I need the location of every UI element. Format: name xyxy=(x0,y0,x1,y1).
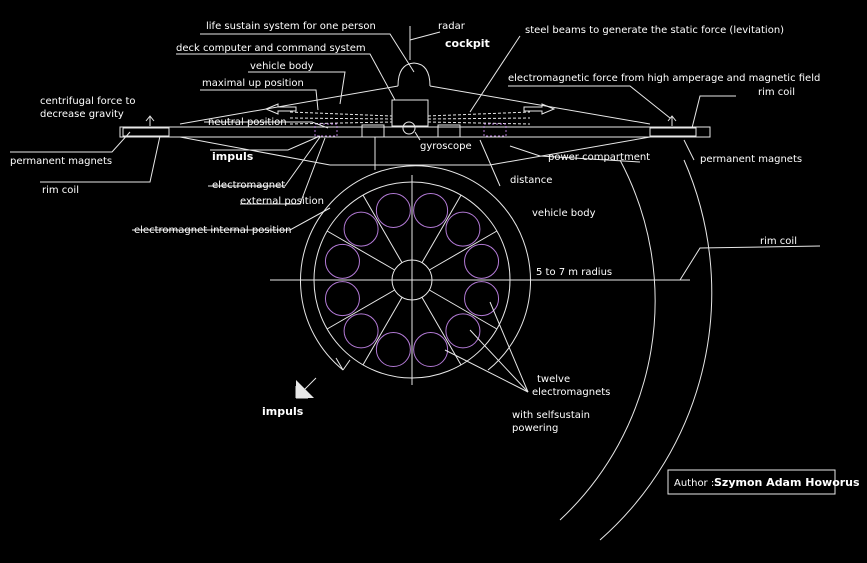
electromagnet-circle-12 xyxy=(464,243,500,279)
spoke-9 xyxy=(362,194,403,263)
rim-coil-right-box xyxy=(649,127,697,137)
arrow-left-outline xyxy=(264,103,297,115)
labels: life sustain system for one person radar… xyxy=(10,21,820,434)
label-gyroscope: gyroscope xyxy=(420,141,472,152)
label-electromagnet: electromagnet xyxy=(212,180,285,191)
label-em-internal: electromagnet internal position xyxy=(134,225,291,236)
label-vehicle-body-top: vehicle body xyxy=(250,61,314,72)
lower-hull-left xyxy=(179,136,331,166)
side-view xyxy=(119,26,711,170)
rotation-arrow xyxy=(335,357,351,371)
spoke-12 xyxy=(429,230,498,271)
label-cockpit: cockpit xyxy=(445,37,490,50)
label-radar: radar xyxy=(438,21,466,32)
steel-beam-2 xyxy=(289,117,393,120)
electromagnet-circle-8 xyxy=(343,211,379,247)
label-life-sustain: life sustain system for one person xyxy=(206,21,376,32)
label-centrifugal-2: decrease gravity xyxy=(40,109,124,120)
spoke-6 xyxy=(326,289,395,330)
cockpit-dome xyxy=(397,62,431,87)
label-rim-coil-right-top: rim coil xyxy=(758,87,795,98)
rim-coil-left-box xyxy=(122,127,170,137)
label-twelve-2: electromagnets xyxy=(532,387,610,398)
spoke-11 xyxy=(421,194,462,263)
label-vehicle-body-plan: vehicle body xyxy=(532,208,596,219)
author-box-frame xyxy=(667,469,836,495)
spoke-3 xyxy=(421,297,462,366)
label-neutral-position: neutral position xyxy=(208,117,287,128)
author-box: Author : Szymon Adam Howorus xyxy=(667,469,860,495)
rim-coil-outer-arc xyxy=(599,159,713,541)
label-permanent-magnets-right: permanent magnets xyxy=(700,154,802,165)
up-arrow-left xyxy=(145,115,155,126)
label-impuls-top: impuls xyxy=(212,150,254,163)
rotation-arc xyxy=(300,165,531,371)
label-rim-coil-right: rim coil xyxy=(760,236,797,247)
impuls-arrow-head xyxy=(296,380,314,398)
compartment-box-right xyxy=(437,124,461,138)
label-selfsustain-2: powering xyxy=(512,423,558,434)
electromagnet-circle-2 xyxy=(445,313,481,349)
electromagnet-circle-9 xyxy=(375,192,411,228)
author-name: Szymon Adam Howorus xyxy=(714,476,860,489)
electromagnet-circle-4 xyxy=(375,332,411,368)
electromagnet-circle-5 xyxy=(343,313,379,349)
electromagnet-circle-1 xyxy=(464,281,500,317)
label-power-compartment: power compartment xyxy=(548,152,650,163)
lower-hull-right xyxy=(489,136,651,166)
steel-beam-5 xyxy=(427,117,531,120)
arrow-right-outline xyxy=(523,103,556,115)
leader-lines xyxy=(10,31,821,281)
spoke-8 xyxy=(326,230,395,271)
label-deck-computer: deck computer and command system xyxy=(176,43,366,54)
electromagnet-circle-11 xyxy=(445,211,481,247)
plan-view xyxy=(270,159,713,541)
label-distance: distance xyxy=(510,175,552,186)
upper-hull-right xyxy=(429,85,651,125)
author-prefix: Author : xyxy=(674,478,714,489)
rim-coil-arc xyxy=(559,159,656,521)
gyroscope-disc xyxy=(402,121,416,135)
electromagnet-circle-6 xyxy=(324,281,360,317)
label-steel-beams: steel beams to generate the static force… xyxy=(525,25,784,36)
upper-hull-left xyxy=(179,85,399,125)
steel-beam-1 xyxy=(289,111,393,117)
label-impuls-bottom: impuls xyxy=(262,405,304,418)
side-electromagnet-left xyxy=(314,123,338,137)
steel-beam-3 xyxy=(289,121,393,125)
label-centrifugal-1: centrifugal force to xyxy=(40,96,136,107)
side-electromagnet-right xyxy=(483,123,507,137)
electromagnet-circle-10 xyxy=(413,192,449,228)
label-em-force: electromagnetic force from high amperage… xyxy=(508,73,820,84)
compartment-box-left xyxy=(361,124,385,138)
label-external-position: external position xyxy=(240,196,324,207)
plan-electromagnets xyxy=(324,192,500,368)
label-twelve-1: twelve xyxy=(537,374,570,385)
label-radius: 5 to 7 m radius xyxy=(536,267,612,278)
steel-beam-6 xyxy=(427,121,531,125)
up-arrow-right xyxy=(667,115,677,126)
electromagnet-circle-7 xyxy=(324,243,360,279)
main-deck xyxy=(119,126,711,138)
label-permanent-magnets-left: permanent magnets xyxy=(10,156,112,167)
label-maximal-up: maximal up position xyxy=(202,78,304,89)
label-selfsustain-1: with selfsustain xyxy=(512,410,590,421)
spoke-2 xyxy=(429,289,498,330)
side-electromagnets xyxy=(314,123,507,137)
spoke-5 xyxy=(362,297,403,366)
label-rim-coil-left: rim coil xyxy=(42,185,79,196)
steel-beam-4 xyxy=(427,111,531,117)
cabin-block xyxy=(391,99,429,127)
electromagnet-circle-3 xyxy=(413,332,449,368)
